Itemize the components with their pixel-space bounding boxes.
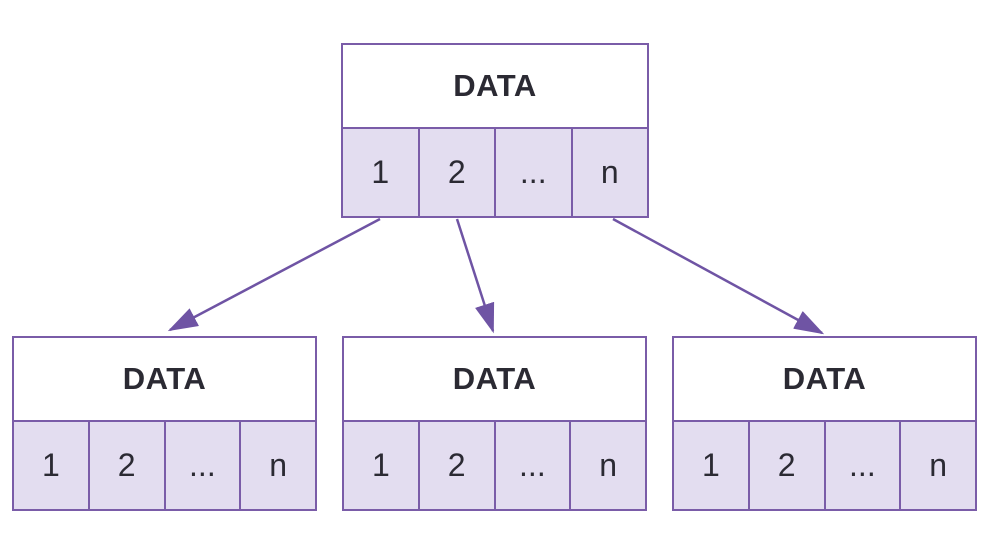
node-cell: 1 — [371, 154, 390, 190]
node-cell-row: 1 2 ... n — [343, 129, 647, 216]
node-cell: 2 — [87, 422, 164, 509]
node-cell: ... — [823, 422, 900, 509]
data-node-child-right: DATA 1 2 ... n — [672, 336, 977, 511]
node-cell: n — [899, 422, 975, 509]
node-title: DATA — [674, 338, 975, 422]
node-cell: 1 — [701, 447, 720, 483]
node-cell: ... — [163, 422, 240, 509]
node-cell-row: 1 2 ... n — [674, 422, 975, 509]
node-cell: 2 — [417, 422, 494, 509]
node-cell: 1 — [371, 447, 390, 483]
arrow-root-to-middle — [455, 218, 495, 334]
node-cell: n — [239, 422, 315, 509]
node-cell: ... — [493, 422, 570, 509]
node-title: DATA — [343, 45, 647, 129]
arrow-root-to-right — [612, 217, 825, 335]
node-title: DATA — [14, 338, 315, 422]
data-node-child-middle: DATA 1 2 ... n — [342, 336, 647, 511]
data-node-root: DATA 1 2 ... n — [341, 43, 649, 218]
node-cell-row: 1 2 ... n — [344, 422, 645, 509]
node-cell: 2 — [417, 129, 495, 216]
node-cell: ... — [494, 129, 571, 216]
node-cell: 2 — [747, 422, 824, 509]
node-cell: 1 — [41, 447, 60, 483]
node-cell: n — [569, 422, 645, 509]
data-node-child-left: DATA 1 2 ... n — [12, 336, 317, 511]
node-cell-row: 1 2 ... n — [14, 422, 315, 509]
node-cell: n — [570, 129, 648, 216]
node-title: DATA — [344, 338, 645, 422]
arrow-root-to-left — [167, 217, 381, 332]
